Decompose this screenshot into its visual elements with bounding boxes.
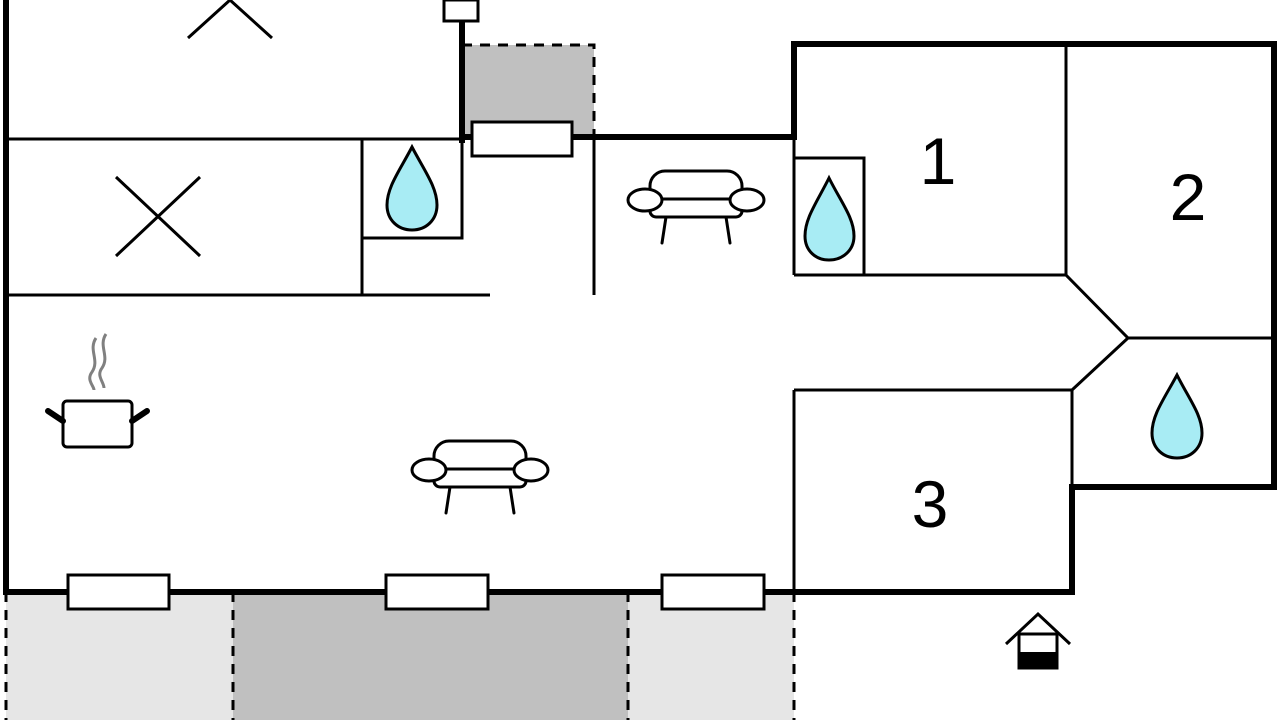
water-drop-icon [385, 143, 439, 232]
windows [66, 120, 766, 611]
window-bottom-right [660, 573, 766, 611]
roof-icon [186, 0, 274, 40]
interior-walls [6, 44, 1274, 592]
window-top [470, 120, 574, 158]
sofa-icon [626, 169, 766, 245]
terrace-top-outline [462, 43, 596, 137]
terrace-bottom-right [628, 592, 794, 720]
room-number-3: 3 [912, 467, 949, 541]
terrace-bottom-center [233, 592, 628, 720]
water-drop-icon [1150, 371, 1204, 460]
terrace-bottom-left [6, 592, 233, 720]
terraces [4, 43, 796, 720]
cooking-pot-icon [45, 333, 150, 449]
sofa-icon [410, 439, 550, 515]
room-number-2: 2 [1170, 160, 1207, 234]
terrace-bottom-outline [4, 592, 796, 720]
window-bottom-left [66, 573, 171, 611]
window-bottom-center [384, 573, 490, 611]
chimney-icon [442, 0, 480, 23]
entrance-icon [1004, 611, 1072, 670]
water-drop-icon [803, 174, 856, 262]
cross-mark-icon [114, 175, 202, 258]
water-drops [385, 143, 1204, 460]
room-number-1: 1 [920, 124, 957, 198]
